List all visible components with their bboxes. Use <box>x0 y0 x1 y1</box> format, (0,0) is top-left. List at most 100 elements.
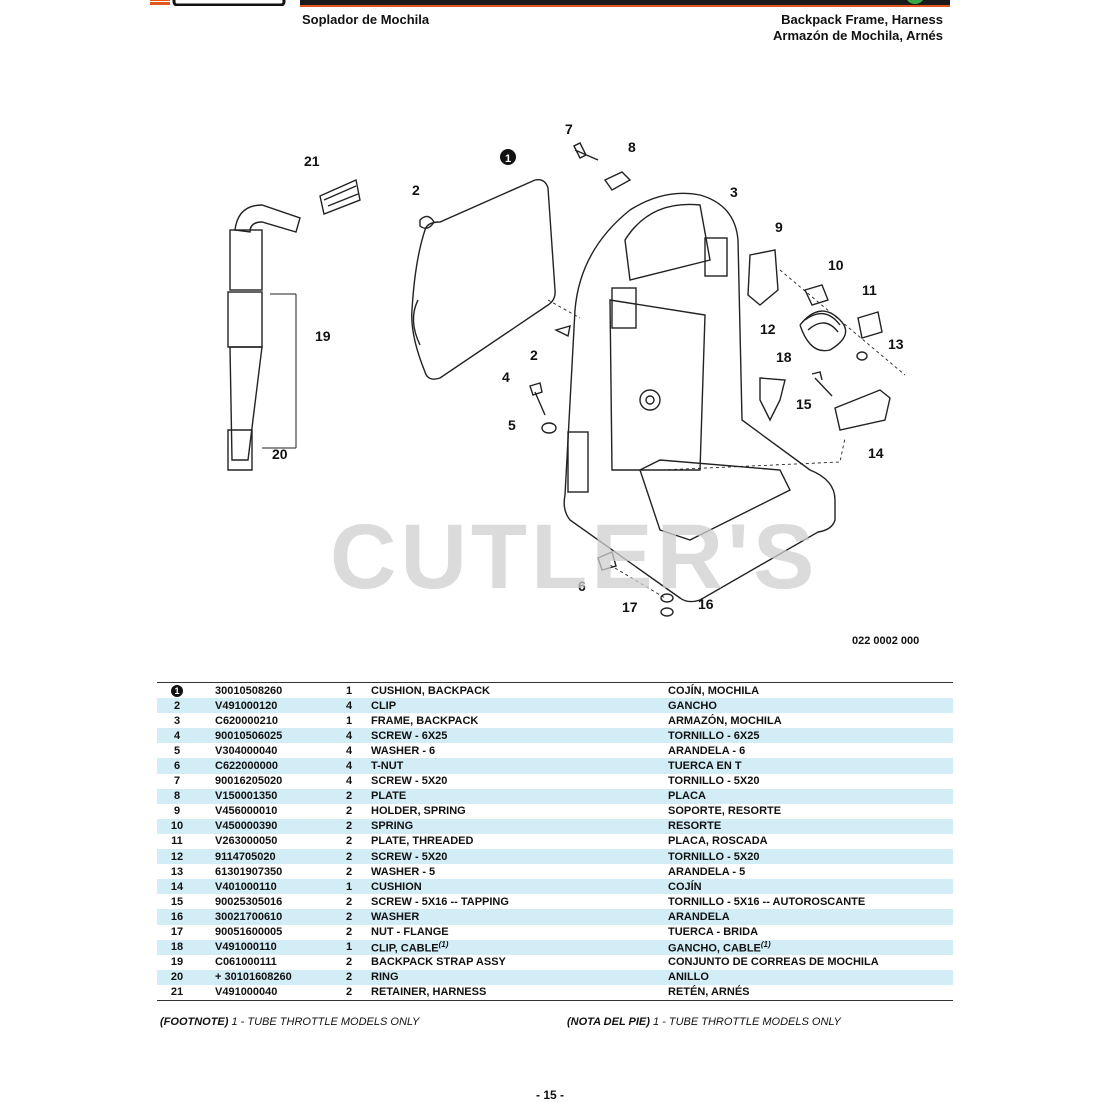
plate-8-shape <box>603 171 632 191</box>
quantity: 2 <box>346 790 353 803</box>
part-number: V456000010 <box>215 805 278 818</box>
ref-number: 10 <box>170 820 184 833</box>
part-number: 61301907350 <box>215 865 283 878</box>
quantity: 4 <box>346 729 353 742</box>
description-en-text: CUSHION <box>371 880 422 893</box>
description-es-text: TORNILLO - 5X16 -- AUTOROSCANTE <box>668 895 866 908</box>
quantity: 2 <box>346 820 353 833</box>
quantity: 2 <box>346 865 353 878</box>
header-right-title: Backpack Frame, Harness Armazón de Mochi… <box>773 12 943 44</box>
description-es-text: COJÍN, MOCHILA <box>668 684 760 697</box>
callout-6: 6 <box>578 578 586 594</box>
callout-8: 8 <box>628 139 636 155</box>
description-es: TORNILLO - 5X20 <box>668 851 953 863</box>
footnote-en-label: (FOOTNOTE) <box>160 1016 229 1028</box>
ref-number: 14 <box>170 880 184 893</box>
description-en: PLATE, THREADED <box>371 835 668 847</box>
description-es: CONJUNTO DE CORREAS DE MOCHILA <box>668 956 953 968</box>
washer-16-shape <box>660 593 674 603</box>
quantity: 2 <box>346 850 353 863</box>
footnote-es: (NOTA DEL PIE) 1 - TUBE THROTTLE MODELS … <box>567 1016 841 1028</box>
strap-webbing <box>229 346 263 461</box>
header-accent-line <box>300 5 950 7</box>
description-es-text: PLACA, ROSCADA <box>668 835 768 848</box>
description-es: TORNILLO - 6X25 <box>668 730 953 742</box>
description-es: TUERCA - BRIDA <box>668 926 953 938</box>
part-number: 90010506025 <box>215 729 283 742</box>
description-es: RETÉN, ARNÉS <box>668 986 953 998</box>
callout-5: 5 <box>508 417 516 433</box>
description-es-text: ANILLO <box>668 971 709 984</box>
description-en: RETAINER, HARNESS <box>371 986 668 998</box>
description-en: CUSHION <box>371 881 668 893</box>
description-es: PLACA <box>668 790 953 802</box>
cushion-14-shape <box>834 389 891 431</box>
part-number: V491000120 <box>215 699 278 712</box>
description-en: BACKPACK STRAP ASSY <box>371 956 668 968</box>
description-es: TORNILLO - 5X20 <box>668 775 953 787</box>
quantity: 1 <box>346 880 353 893</box>
description-es: ARANDELA - 5 <box>668 866 953 878</box>
ref-number: 4 <box>173 729 181 742</box>
part-number: V450000390 <box>215 820 278 833</box>
description-es-text: PLACA <box>668 790 706 803</box>
description-en-text: BACKPACK STRAP ASSY <box>371 956 506 969</box>
ref-number: 16 <box>170 910 184 923</box>
description-en-text: FRAME, BACKPACK <box>371 714 479 727</box>
callout-12: 12 <box>760 321 776 337</box>
ref-number: 17 <box>170 926 184 939</box>
description-es: SOPORTE, RESORTE <box>668 805 953 817</box>
screw-7-shape <box>573 142 599 161</box>
description-es-text: TORNILLO - 5X20 <box>668 775 760 788</box>
description-en-text: SPRING <box>371 820 414 833</box>
callout-16: 16 <box>698 596 714 612</box>
harness-retainer-shape <box>319 179 361 215</box>
description-es: ARANDELA - 6 <box>668 745 953 757</box>
quantity: 2 <box>346 926 353 939</box>
backpack-cushion-shape <box>411 178 556 380</box>
clip-2-upper-shape <box>419 215 435 229</box>
exploded-parts-diagram: 1 2 2 3 4 5 6 7 8 9 10 11 12 13 14 15 16… <box>227 121 906 617</box>
part-number: V150001350 <box>215 790 278 803</box>
callout-2a: 2 <box>412 182 420 198</box>
description-es-text: TUERCA - BRIDA <box>668 926 759 939</box>
description-es-text: CONJUNTO DE CORREAS DE MOCHILA <box>668 956 879 969</box>
ref-badge-icon: 1 <box>171 684 183 697</box>
callout-3: 3 <box>730 184 738 200</box>
description-en: WASHER - 5 <box>371 866 668 878</box>
description-en: PLATE <box>371 790 668 802</box>
description-en-text: SCREW - 6X25 <box>371 729 448 742</box>
part-number: V491000040 <box>215 986 278 999</box>
ref-number: 12 <box>170 850 184 863</box>
description-es-text: ARANDELA <box>668 910 730 923</box>
description-en-text: SCREW - 5X16 -- TAPPING <box>371 895 509 908</box>
strap-pad-upper <box>229 229 263 291</box>
part-number: 90025305016 <box>215 895 283 908</box>
description-en: SPRING <box>371 820 668 832</box>
screw-15-shape <box>811 371 833 397</box>
description-en: CLIP, CABLE(1) <box>371 940 668 955</box>
part-number: 30010508260 <box>215 684 283 697</box>
description-en: SCREW - 6X25 <box>371 730 668 742</box>
description-en-text: HOLDER, SPRING <box>371 805 466 818</box>
description-en: SCREW - 5X20 <box>371 775 668 787</box>
quantity: 1 <box>346 941 353 954</box>
quantity: 2 <box>346 805 353 818</box>
description-es-text: ARANDELA - 6 <box>668 744 746 757</box>
header-right-title-es: Armazón de Mochila, Arnés <box>773 28 943 43</box>
page-number: - 15 - <box>535 1088 564 1102</box>
description-en: SCREW - 5X16 -- TAPPING <box>371 896 668 908</box>
description-es: TUERCA EN T <box>668 760 953 772</box>
footnote-es-label: (NOTA DEL PIE) <box>567 1016 650 1028</box>
description-es-text: TORNILLO - 5X20 <box>668 850 760 863</box>
description-es-text: RETÉN, ARNÉS <box>668 986 750 999</box>
callout-20: 20 <box>272 446 288 462</box>
